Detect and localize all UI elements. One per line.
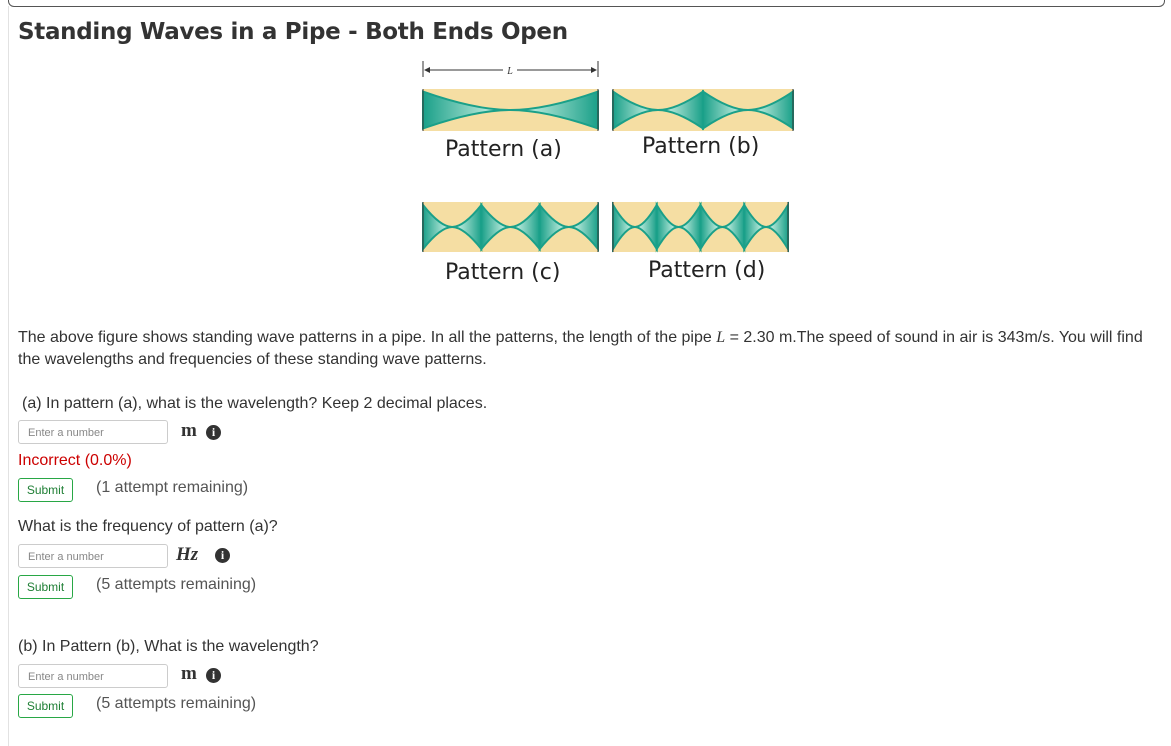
- info-circle-icon[interactable]: i: [206, 668, 221, 683]
- pipe-pattern-c: [422, 202, 599, 252]
- attempts-remaining: (5 attempts remaining): [96, 576, 257, 593]
- pattern-c-label: Pattern (c): [445, 260, 561, 285]
- length-marker: L: [422, 61, 599, 77]
- status-incorrect: Incorrect (0.0%): [18, 452, 132, 469]
- standing-wave-diagram: L: [422, 61, 794, 253]
- frequency-a-input[interactable]: Enter a number: [18, 544, 168, 568]
- question-a-wavelength: (a) In pattern (a), what is the waveleng…: [22, 395, 488, 412]
- question-b-wavelength: (b) In Pattern (b), What is the waveleng…: [18, 638, 319, 655]
- length-label: L: [506, 66, 513, 77]
- pattern-a-label: Pattern (a): [445, 137, 562, 162]
- info-circle-icon[interactable]: i: [206, 425, 221, 440]
- pipe-pattern-b: [612, 89, 794, 131]
- pattern-b-label: Pattern (b): [642, 134, 760, 159]
- pipe-pattern-a: [422, 89, 599, 131]
- attempts-remaining: (1 attempt remaining): [96, 479, 249, 496]
- question-a-frequency: What is the frequency of pattern (a)?: [18, 518, 278, 535]
- intro-text-1: The above figure shows standing wave pat…: [18, 329, 717, 346]
- problem-intro: The above figure shows standing wave pat…: [18, 327, 1158, 371]
- wavelength-b-input[interactable]: Enter a number: [18, 664, 168, 688]
- previous-panel-border: [8, 0, 1165, 7]
- standing-wave-figure: L Pattern (a) Pattern (b) Pattern (c) Pa…: [415, 55, 815, 295]
- wavelength-a-input[interactable]: Enter a number: [18, 420, 168, 444]
- submit-button-a-frequency[interactable]: Submit: [18, 575, 73, 599]
- submit-button-a-wavelength[interactable]: Submit: [18, 478, 73, 502]
- info-circle-icon[interactable]: i: [215, 548, 230, 563]
- content-left-border: [8, 6, 9, 746]
- attempts-remaining: (5 attempts remaining): [96, 695, 257, 712]
- pipe-pattern-d: [612, 201, 789, 253]
- page-title: Standing Waves in a Pipe - Both Ends Ope…: [18, 19, 568, 45]
- unit-hz: Hz: [176, 544, 199, 565]
- length-variable: L: [716, 329, 726, 346]
- submit-button-b-wavelength[interactable]: Submit: [18, 694, 73, 718]
- unit-m: m: [181, 420, 197, 441]
- pattern-d-label: Pattern (d): [648, 258, 766, 283]
- unit-m: m: [181, 663, 197, 684]
- intro-text-2: = 2.30 m.The speed of sound in air is 34…: [18, 329, 1143, 368]
